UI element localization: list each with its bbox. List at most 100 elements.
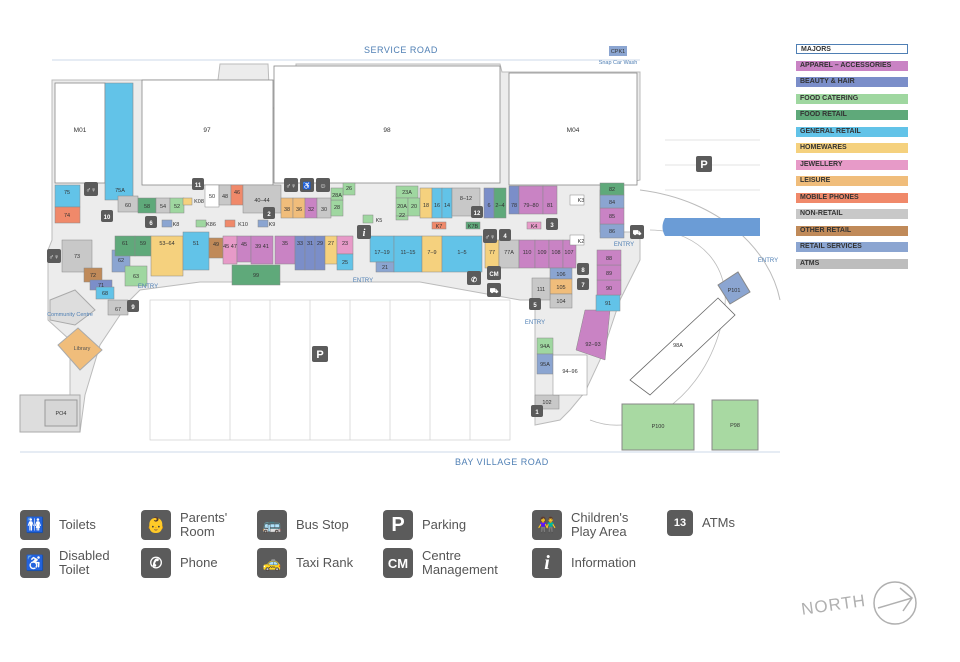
store-79-80[interactable] xyxy=(518,185,544,215)
label-62: 62 xyxy=(118,258,124,264)
kiosk-k2[interactable] xyxy=(569,234,585,246)
svg-text:♿: ♿ xyxy=(303,181,312,190)
store-68[interactable] xyxy=(95,286,115,300)
parents-room-icon[interactable] xyxy=(316,178,330,192)
centre-management-icon[interactable] xyxy=(487,266,501,280)
store-88[interactable] xyxy=(596,249,622,266)
kiosk-k3[interactable] xyxy=(569,194,585,206)
library[interactable] xyxy=(57,327,103,371)
store-97[interactable] xyxy=(141,79,274,186)
store-11-15[interactable] xyxy=(393,235,423,273)
information-icon[interactable] xyxy=(357,225,371,239)
store-22[interactable] xyxy=(395,215,409,221)
kiosk-k08[interactable] xyxy=(182,197,193,206)
store-99[interactable] xyxy=(231,264,281,286)
store-75a[interactable] xyxy=(104,82,134,201)
store-81[interactable] xyxy=(542,185,558,215)
kiosk-k7b[interactable] xyxy=(465,221,481,230)
label-30: 30 xyxy=(321,207,327,213)
label-k2: K2 xyxy=(578,239,585,245)
key-information: i Information xyxy=(532,548,681,578)
phone-icon[interactable] xyxy=(467,271,481,285)
atm-icon[interactable] xyxy=(471,206,483,218)
key-parking: P Parking xyxy=(383,510,532,540)
store-49[interactable] xyxy=(208,237,224,259)
store-94-96[interactable] xyxy=(552,354,588,396)
store-17-19[interactable] xyxy=(369,235,395,263)
atm-icon[interactable] xyxy=(577,278,589,290)
svg-text:i: i xyxy=(363,228,366,239)
toilets-icon[interactable] xyxy=(284,178,298,192)
atm-icon[interactable] xyxy=(145,216,157,228)
store-m04[interactable] xyxy=(508,72,638,186)
store-98[interactable] xyxy=(273,65,501,184)
store-104[interactable] xyxy=(549,293,573,309)
toilets-icon[interactable] xyxy=(47,249,61,263)
label-51: 51 xyxy=(193,241,199,247)
kiosk-k4[interactable] xyxy=(526,221,542,230)
store-63[interactable] xyxy=(124,265,148,287)
kiosk-k86[interactable] xyxy=(195,219,207,228)
legend-jewellery: JEWELLERY xyxy=(796,159,908,170)
atm-icon[interactable] xyxy=(101,210,113,222)
parking-icon[interactable] xyxy=(696,156,712,172)
svg-text:♂♀: ♂♀ xyxy=(286,183,297,190)
map-facility-icons: ♂♀ ♂♀ ♂♀ ♿ ☺ ♂♀ i CM ✆ ⛟ ⛟ P P 11 2 10 6… xyxy=(47,156,712,417)
taxi-rank-icon[interactable] xyxy=(487,283,501,297)
label-20: 20 xyxy=(411,204,417,210)
atm-icon[interactable] xyxy=(127,300,139,312)
label-29: 29 xyxy=(317,241,323,247)
label-89: 89 xyxy=(606,271,612,277)
store-28a[interactable] xyxy=(330,187,344,201)
store-m01[interactable] xyxy=(54,82,106,184)
store-1-5[interactable] xyxy=(441,235,483,273)
svg-text:♂♀: ♂♀ xyxy=(86,187,97,194)
bus-stop-icon[interactable] xyxy=(630,225,644,239)
kiosk-k9[interactable] xyxy=(257,219,269,228)
label-32: 32 xyxy=(308,207,314,213)
disabled-toilet-icon: ♿ xyxy=(20,548,50,578)
store-2-4[interactable] xyxy=(493,187,507,219)
kiosk-k10[interactable] xyxy=(224,219,236,228)
kiosk-k5[interactable] xyxy=(362,214,374,224)
label-p04: PO4 xyxy=(55,411,66,417)
atm-icon[interactable] xyxy=(192,178,204,190)
kiosk-k7[interactable] xyxy=(431,221,447,230)
disabled-toilet-icon[interactable] xyxy=(300,178,314,192)
store-53-64[interactable] xyxy=(150,235,184,277)
entry-label: ENTRY xyxy=(758,258,778,264)
key-label: Disabled Toilet xyxy=(59,548,110,577)
store-25[interactable] xyxy=(336,253,354,271)
store-51[interactable] xyxy=(182,231,210,271)
store-74[interactable] xyxy=(54,206,81,224)
label-k10: K10 xyxy=(238,222,248,228)
store-45-47[interactable] xyxy=(222,235,238,265)
store-52[interactable] xyxy=(169,197,185,214)
atm-icon[interactable] xyxy=(531,405,543,417)
svg-text:☺: ☺ xyxy=(319,183,326,190)
atm-icon[interactable] xyxy=(499,229,511,241)
parking-icon[interactable] xyxy=(312,346,328,362)
store-82[interactable] xyxy=(599,182,625,196)
store-39-41[interactable] xyxy=(250,235,274,265)
svg-text:1: 1 xyxy=(535,410,539,416)
store-73[interactable] xyxy=(61,239,93,273)
atm-icon[interactable] xyxy=(263,207,275,219)
key-label: Parking xyxy=(422,517,467,532)
store-78[interactable] xyxy=(508,185,520,215)
toilets-icon[interactable] xyxy=(84,182,98,196)
label-52: 52 xyxy=(174,204,180,210)
store-75[interactable] xyxy=(54,184,81,208)
atm-icon[interactable] xyxy=(529,298,541,310)
label-97: 97 xyxy=(203,127,211,134)
service-road-label: SERVICE ROAD xyxy=(364,45,438,55)
store-45[interactable] xyxy=(236,235,252,263)
label-39-41: 39 41 xyxy=(255,244,269,250)
atm-icon[interactable] xyxy=(546,218,558,230)
toilets-icon[interactable] xyxy=(483,229,497,243)
label-61: 61 xyxy=(122,241,128,247)
kiosk-k8[interactable] xyxy=(161,219,173,228)
label-7-9: 7–9 xyxy=(427,250,436,256)
atm-icon[interactable] xyxy=(577,263,589,275)
svg-text:2: 2 xyxy=(267,212,271,218)
